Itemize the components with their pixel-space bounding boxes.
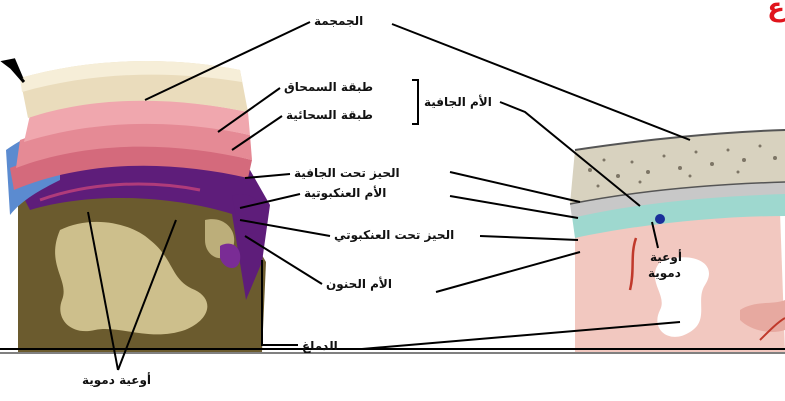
header-title-fragment: ع <box>767 0 785 22</box>
label-periosteal-layer: طبقة السمحاق <box>284 80 373 94</box>
label-skull: الجمجمة <box>314 14 363 28</box>
label-subdural-space: الحيز تحت الجافية <box>294 166 400 180</box>
label-blood-vessels-right-1: أوعية <box>650 250 682 264</box>
label-pia-mater: الأم الحنون <box>326 277 392 291</box>
label-dura-mater: الأم الجافية <box>424 95 492 109</box>
label-arachnoid-mater: الأم العنكبوتية <box>304 186 386 200</box>
arrow-mark-icon <box>4 60 24 82</box>
right-vessel <box>655 214 665 224</box>
label-meningeal-layer: طبقة السحائية <box>286 108 373 122</box>
label-blood-vessels-right-2: دموية <box>648 266 681 280</box>
label-subarachnoid-space: الحيز تحت العنكبوتي <box>334 228 454 242</box>
right-cross-section <box>570 130 785 352</box>
left-cutaway-block <box>6 61 270 352</box>
label-blood-vessels-left: أوعية دموية <box>82 373 151 387</box>
label-brain: الدماغ <box>302 339 338 353</box>
